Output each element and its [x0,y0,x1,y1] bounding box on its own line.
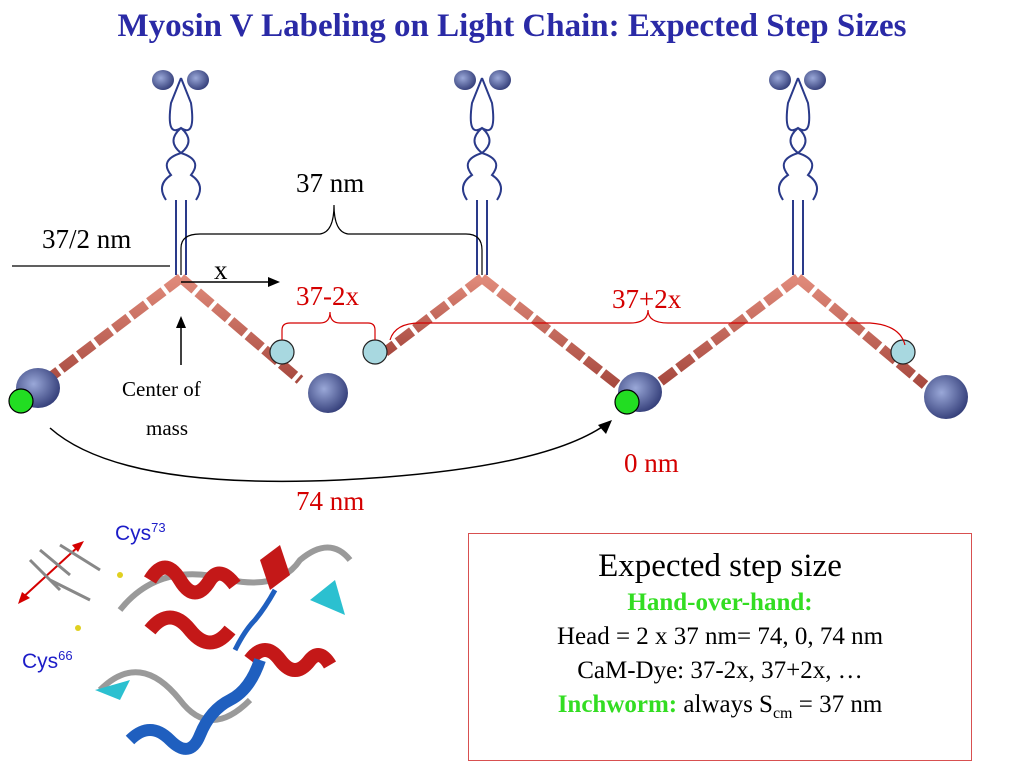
myosin-molecule-3 [656,70,968,419]
tail-text: = 37 nm [792,691,883,718]
myosin-molecule-1 [16,70,348,413]
cam-dye-line: CaM-Dye: 37-2x, 37+2x, … [577,657,863,684]
step-size-box: Expected step size Hand-over-hand: Head … [468,533,972,761]
label-37-plus-2x: 37+2x [612,284,682,314]
label-74-nm: 74 nm [296,486,365,516]
inchworm-label: Inchworm: [557,691,678,718]
head-step-line: Head = 2 x 37 nm= 74, 0, 74 nm [556,623,884,650]
label-mass: mass [146,416,188,440]
inchworm-line: Inchworm: always Scm = 37 nm [469,688,971,731]
calmodulin-structure [18,541,353,755]
brace-37-minus-2x [281,311,376,340]
step-37-brace [180,204,483,275]
cm-subscript: cm [772,705,793,722]
cam-dye-circle [890,339,916,365]
hand-over-hand-label: Hand-over-hand: [627,589,813,616]
box-heading: Expected step size [598,548,842,584]
green-dye-marker [8,388,34,414]
label-x: x [214,255,228,285]
label-37-nm: 37 nm [296,168,365,198]
always-text: always S [677,691,773,718]
label-cys66: Cys66 [22,648,73,673]
label-cys73: Cys73 [115,520,166,545]
green-dye-marker [614,389,640,415]
slide-title: Myosin V Labeling on Light Chain: Expect… [117,8,907,44]
label-center-of: Center of [122,377,201,401]
step-74-arrow [49,424,606,483]
label-37-minus-2x: 37-2x [296,281,359,311]
cam-dye-circle [269,339,295,365]
label-37-half-nm: 37/2 nm [42,224,132,254]
label-0-nm: 0 nm [624,448,679,478]
brace-37-plus-2x [389,309,906,346]
myosin-molecule-2 [381,70,662,412]
cam-dye-circle [362,339,388,365]
